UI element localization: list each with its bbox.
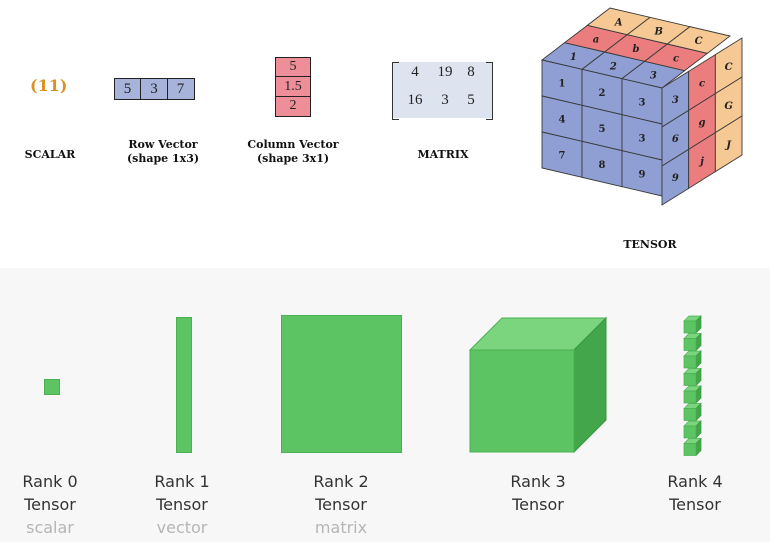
column-vector-caption: Column Vector (shape 3x1) xyxy=(240,138,346,166)
row-vector-caption-line2: (shape 1x3) xyxy=(126,152,200,165)
column-vector: 5 1.5 2 xyxy=(275,56,311,117)
tensor-top-label: 1 xyxy=(570,52,577,63)
rank3-title: Rank 3 xyxy=(510,472,566,491)
tensor-side-label: G xyxy=(724,101,733,112)
tensor-front-label: 7 xyxy=(559,151,566,162)
matrix: 4 19 8 16 3 5 xyxy=(392,62,492,118)
rank4-small-cube xyxy=(683,420,702,439)
rank4-label: Rank 4 Tensor xyxy=(635,470,755,516)
tensor-top-label: A xyxy=(614,17,623,28)
rank2-sub: matrix xyxy=(314,518,368,537)
rank4-small-cube xyxy=(683,332,702,352)
rank4-small-cube xyxy=(683,402,702,422)
rank4-small-cube xyxy=(683,367,702,387)
tensor-top-label: b xyxy=(633,44,640,55)
rank4-small-cube xyxy=(683,385,702,404)
rank4-small-cube xyxy=(683,350,702,369)
tensor-top-label: 2 xyxy=(609,61,617,72)
tensor-top-label: B xyxy=(653,27,662,38)
rank2-label: Rank 2 Tensor matrix xyxy=(281,470,401,539)
column-vector-cell: 2 xyxy=(275,95,311,117)
rank2-matrix-square xyxy=(281,315,402,453)
rank0-label: Rank 0 Tensor scalar xyxy=(0,470,110,539)
matrix-left-bracket xyxy=(392,62,399,120)
row-vector-cell: 7 xyxy=(166,78,195,100)
rank1-sub: vector xyxy=(156,518,208,537)
rank3-title2: Tensor xyxy=(512,495,564,514)
rank2-title2: Tensor xyxy=(315,495,367,514)
rank2-title: Rank 2 xyxy=(313,472,369,491)
tensor-side-label: j xyxy=(698,157,704,168)
rank3-label: Rank 3 Tensor xyxy=(478,470,598,516)
rank4-title2: Tensor xyxy=(669,495,721,514)
bottom-panel: Rank 0 Tensor scalar Rank 1 Tensor vecto… xyxy=(0,268,770,542)
tensor-front-label: 8 xyxy=(599,160,606,171)
column-vector-cell: 5 xyxy=(275,56,311,78)
tensor-top-label: 3 xyxy=(650,71,657,82)
tensor-side-cell xyxy=(714,115,743,173)
tensor-side-label: 6 xyxy=(672,134,679,145)
rank0-scalar-square xyxy=(44,379,60,395)
tensor-caption: TENSOR xyxy=(623,238,677,251)
rank1-label: Rank 1 Tensor vector xyxy=(122,470,242,539)
matrix-cell: 19 xyxy=(437,64,453,80)
row-vector-cell: 3 xyxy=(140,78,168,100)
scalar-caption: SCALAR xyxy=(24,148,76,161)
tensor-front-label: 5 xyxy=(599,124,606,135)
rank3-cube-front-face xyxy=(469,349,575,453)
row-vector-caption: Row Vector (shape 1x3) xyxy=(108,138,218,166)
rank1-title2: Tensor xyxy=(156,495,208,514)
rank1-vector-bar xyxy=(176,317,192,453)
tensor-front-label: 1 xyxy=(559,79,566,90)
tensor-side-label: C xyxy=(725,62,733,73)
matrix-cell: 8 xyxy=(467,64,475,80)
tensor-side-label: 9 xyxy=(672,173,679,184)
rank0-sub: scalar xyxy=(26,518,74,537)
rank3-cube xyxy=(468,316,608,454)
tensor-front-label: 4 xyxy=(559,115,566,126)
tensor-front-label: 2 xyxy=(599,88,606,99)
tensor-top-label: c xyxy=(673,53,679,64)
rank4-small-cube xyxy=(683,315,702,334)
tensor-side-label: J xyxy=(724,140,732,151)
tensor-side-label: g xyxy=(699,118,706,129)
column-vector-cell: 1.5 xyxy=(275,76,311,97)
rank0-title2: Tensor xyxy=(24,495,76,514)
top-panel: (11) SCALAR 5 3 7 Row Vector (shape 1x3)… xyxy=(0,0,770,268)
tensor-front-label: 3 xyxy=(639,133,646,144)
rank4-title: Rank 4 xyxy=(667,472,723,491)
tensor-front-label: 3 xyxy=(639,97,646,108)
rank4-small-cube xyxy=(683,437,702,457)
matrix-right-bracket xyxy=(486,62,493,120)
column-vector-caption-line1: Column Vector xyxy=(247,138,339,151)
row-vector: 5 3 7 xyxy=(113,78,195,100)
rank4-cube-stack xyxy=(683,315,702,457)
tensor-top-cell xyxy=(666,26,732,54)
matrix-cell: 4 xyxy=(411,64,419,80)
row-vector-cell: 5 xyxy=(113,78,142,100)
rank0-title: Rank 0 xyxy=(22,472,78,491)
tensor-side-label: 3 xyxy=(672,95,679,106)
column-vector-caption-line2: (shape 3x1) xyxy=(256,152,330,165)
matrix-cell: 3 xyxy=(441,92,449,108)
matrix-cell: 16 xyxy=(407,92,423,108)
scalar-value: (11) xyxy=(30,76,68,95)
tensor-front-label: 9 xyxy=(639,169,646,180)
tensor-side-label: c xyxy=(699,79,705,90)
rank1-title: Rank 1 xyxy=(154,472,210,491)
matrix-cell: 5 xyxy=(467,92,475,108)
tensor-top-label: a xyxy=(593,35,599,46)
row-vector-caption-line1: Row Vector xyxy=(128,138,198,151)
tensor-top-label: C xyxy=(695,36,703,47)
matrix-caption: MATRIX xyxy=(417,148,469,161)
